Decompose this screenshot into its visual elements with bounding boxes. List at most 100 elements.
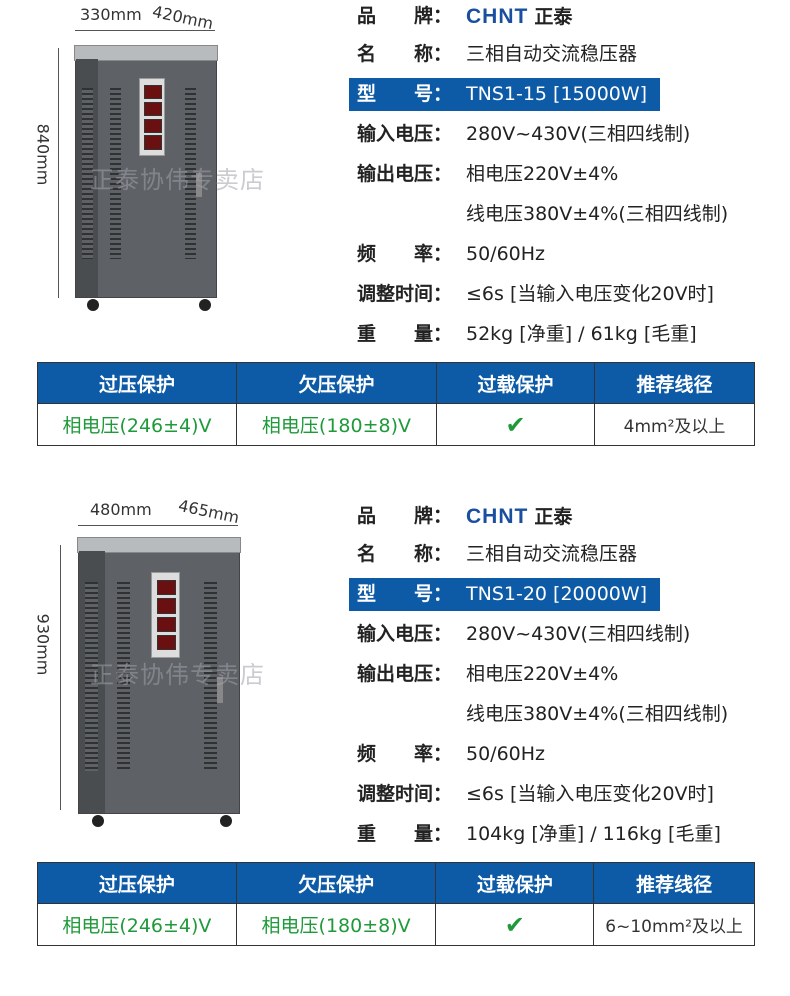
spec-row: 型 号： TNS1-15 [15000W] <box>349 78 660 111</box>
table-cell: 相电压(246±4)V <box>37 903 237 946</box>
spec-label: 频 率： <box>357 743 453 765</box>
brand-logo-text: CHNT <box>466 505 529 528</box>
spec-label: 输出电压： <box>357 163 453 185</box>
vent-grille <box>117 582 131 772</box>
caster-wheel <box>91 815 104 827</box>
cabinet-top <box>77 537 241 553</box>
height-dimension: 930mm <box>33 613 53 676</box>
display-panel <box>151 571 181 658</box>
spec-value: TNS1-15 [15000W] <box>466 83 648 105</box>
table-cell: 相电压(180±8)V <box>235 903 437 946</box>
height-dimension: 840mm <box>33 123 53 186</box>
dimension-line <box>58 48 59 298</box>
dimension-line <box>60 545 61 810</box>
vent-grille <box>203 582 217 772</box>
meter-display <box>156 598 177 614</box>
table-header: 推荐线径 <box>593 862 755 904</box>
cabinet-top <box>74 45 218 61</box>
caster-wheel <box>199 299 212 311</box>
spec-value: TNS1-20 [20000W] <box>466 583 648 605</box>
spec-value: 线电压380V±4%(三相四线制) <box>466 203 729 225</box>
spec-label: 频 率： <box>357 243 453 265</box>
spec-label: 品 牌： <box>357 505 453 527</box>
spec-value: 线电压380V±4%(三相四线制) <box>466 703 729 725</box>
depth-dimension: 420mm <box>150 1 216 34</box>
spec-value: 52kg [净重] / 61kg [毛重] <box>466 323 697 345</box>
spec-value: ≤6s [当输入电压变化20V时] <box>466 283 714 305</box>
meter-display <box>144 118 162 133</box>
brand-logo-cn: 正泰 <box>534 506 573 528</box>
table-cell: 相电压(180±8)V <box>235 403 437 446</box>
meter-display <box>156 634 177 651</box>
spec-value: 三相自动交流稳压器 <box>466 543 638 565</box>
door-handle <box>216 676 223 703</box>
spec-value: 280V~430V(三相四线制) <box>466 123 691 145</box>
spec-label: 型 号： <box>357 83 453 105</box>
table-header-row: 过压保护欠压保护过载保护推荐线径 <box>37 362 755 404</box>
brand-logo-text: CHNT <box>466 5 529 28</box>
door-handle <box>196 173 202 198</box>
spec-value: 280V~430V(三相四线制) <box>466 623 691 645</box>
spec-value: 三相自动交流稳压器 <box>466 43 638 65</box>
spec-value: 50/60Hz <box>466 743 546 765</box>
table-header: 推荐线径 <box>594 362 755 404</box>
table-header: 过压保护 <box>37 862 237 904</box>
spec-value: ≤6s [当输入电压变化20V时] <box>466 783 714 805</box>
meter-display <box>144 101 162 117</box>
table-header: 欠压保护 <box>235 362 437 404</box>
vent-grille <box>185 87 197 259</box>
display-panel <box>139 78 165 157</box>
spec-label: 型 号： <box>357 583 453 605</box>
spec-value: 相电压220V±4% <box>466 663 619 685</box>
checkmark-icon: ✔ <box>435 903 595 946</box>
vent-grille <box>109 87 121 259</box>
spec-label: 调整时间： <box>357 783 453 805</box>
caster-wheel <box>87 299 100 311</box>
spec-label: 品 牌： <box>357 5 453 27</box>
spec-label: 重 量： <box>357 323 453 345</box>
spec-label: 调整时间： <box>357 283 453 305</box>
depth-dimension: 465mm <box>176 495 242 528</box>
vent-grille <box>85 582 99 772</box>
table-header: 过压保护 <box>37 362 237 404</box>
table-cell: 4mm²及以上 <box>594 403 755 446</box>
table-header-row: 过压保护欠压保护过载保护推荐线径 <box>37 862 755 904</box>
vent-grille <box>81 87 93 259</box>
spec-value: 相电压220V±4% <box>466 163 619 185</box>
spec-label: 名 称： <box>357 543 453 565</box>
regulator-cabinet-image <box>74 45 218 311</box>
spec-label: 输出电压： <box>357 663 453 685</box>
table-cell: 6~10mm²及以上 <box>593 903 755 946</box>
table-header: 过载保护 <box>435 362 596 404</box>
meter-display <box>144 85 162 100</box>
watermark: 正泰协伟专卖店 <box>90 661 265 689</box>
checkmark-icon: ✔ <box>435 403 596 446</box>
spec-label: 名 称： <box>357 43 453 65</box>
dimension-line <box>75 30 215 31</box>
spec-value: 104kg [净重] / 116kg [毛重] <box>466 823 721 845</box>
spec-label: 重 量： <box>357 823 453 845</box>
caster-wheel <box>219 815 232 827</box>
table-header: 欠压保护 <box>235 862 437 904</box>
meter-display <box>156 579 177 596</box>
watermark: 正泰协伟专卖店 <box>90 166 265 194</box>
width-dimension: 480mm <box>90 500 152 519</box>
meter-display <box>156 616 177 632</box>
regulator-cabinet-image <box>77 537 241 827</box>
meter-display <box>144 135 162 150</box>
width-dimension: 330mm <box>80 5 142 24</box>
spec-row: 型 号： TNS1-20 [20000W] <box>349 578 660 611</box>
dimension-line <box>78 525 238 526</box>
table-cell: 相电压(246±4)V <box>37 403 237 446</box>
spec-label: 输入电压： <box>357 123 453 145</box>
brand-logo-cn: 正泰 <box>534 6 573 28</box>
